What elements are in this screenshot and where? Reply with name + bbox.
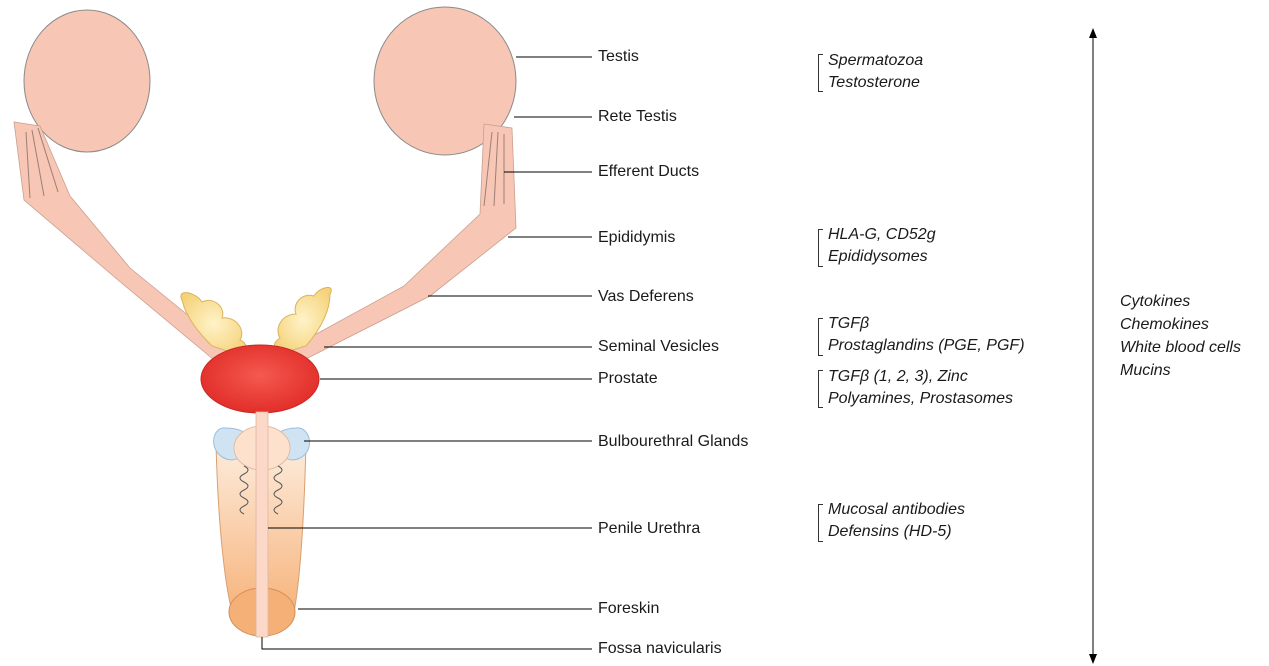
- label-bulbourethral-glands: Bulbourethral Glands: [598, 433, 748, 451]
- factor-line: Prostaglandins (PGE, PGF): [828, 335, 1025, 357]
- factor-line: Spermatozoa: [828, 50, 923, 72]
- factor-line: Defensins (HD-5): [828, 521, 965, 543]
- label-testis: Testis: [598, 48, 639, 66]
- factor-line: HLA-G, CD52g: [828, 224, 936, 246]
- general-factor: White blood cells: [1120, 336, 1241, 359]
- factor-line: Testosterone: [828, 72, 923, 94]
- label-foreskin: Foreskin: [598, 600, 659, 618]
- label-prostate: Prostate: [598, 370, 658, 388]
- prostate-gland: [201, 345, 319, 413]
- factors-penile-urethra: Mucosal antibodies Defensins (HD-5): [828, 499, 965, 543]
- urethra: [256, 412, 268, 637]
- left-testis: [24, 10, 150, 152]
- label-seminal-vesicles: Seminal Vesicles: [598, 338, 719, 356]
- factors-prostate: TGFβ (1, 2, 3), Zinc Polyamines, Prostas…: [828, 366, 1013, 410]
- label-penile-urethra: Penile Urethra: [598, 520, 700, 538]
- tract-span-arrow: [1089, 28, 1097, 664]
- label-fossa-navicularis: Fossa navicularis: [598, 640, 722, 658]
- general-factor: Mucins: [1120, 359, 1241, 382]
- factors-testis: Spermatozoa Testosterone: [828, 50, 923, 94]
- bracket-seminal-vesicles: [818, 318, 823, 356]
- factor-line: Polyamines, Prostasomes: [828, 388, 1013, 410]
- general-factors: Cytokines Chemokines White blood cells M…: [1120, 290, 1241, 382]
- label-vas-deferens: Vas Deferens: [598, 288, 694, 306]
- factor-line: TGFβ (1, 2, 3), Zinc: [828, 366, 1013, 388]
- factor-line: TGFβ: [828, 313, 1025, 335]
- bracket-prostate: [818, 370, 823, 408]
- bracket-testis: [818, 54, 823, 92]
- bracket-penile-urethra: [818, 504, 823, 542]
- label-rete-testis: Rete Testis: [598, 108, 677, 126]
- factor-line: Epididysomes: [828, 246, 936, 268]
- factor-line: Mucosal antibodies: [828, 499, 965, 521]
- label-efferent-ducts: Efferent Ducts: [598, 163, 699, 181]
- label-epididymis: Epididymis: [598, 229, 675, 247]
- factors-epididymis: HLA-G, CD52g Epididysomes: [828, 224, 936, 268]
- bracket-epididymis: [818, 229, 823, 267]
- general-factor: Chemokines: [1120, 313, 1241, 336]
- factors-seminal-vesicles: TGFβ Prostaglandins (PGE, PGF): [828, 313, 1025, 357]
- general-factor: Cytokines: [1120, 290, 1241, 313]
